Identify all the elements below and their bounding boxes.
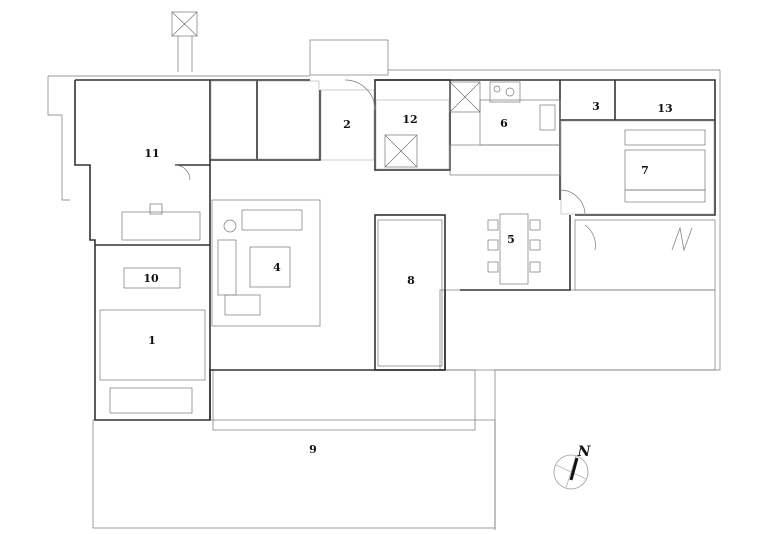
walls xyxy=(74,79,716,421)
sofa-top xyxy=(241,209,303,231)
north-label: N xyxy=(577,444,592,460)
room-label-13: 13 xyxy=(657,102,672,115)
room-label-6: 6 xyxy=(500,117,508,130)
staircase xyxy=(377,219,443,367)
compass-circle xyxy=(553,454,589,490)
chimney xyxy=(171,11,198,72)
kitchen-island xyxy=(479,99,561,146)
deck-east xyxy=(439,70,721,530)
bed-1 xyxy=(99,309,206,381)
room-label-9: 9 xyxy=(309,443,317,456)
table-7 xyxy=(624,149,706,191)
room-label-1: 1 xyxy=(148,334,156,347)
room-2-tiles xyxy=(320,89,375,161)
sofa-side xyxy=(217,239,237,296)
room-label-12: 12 xyxy=(402,113,417,126)
room-label-11: 11 xyxy=(144,147,159,160)
room-label-3: 3 xyxy=(592,100,600,113)
room-label-8: 8 xyxy=(407,274,415,287)
north-needle-icon xyxy=(569,457,579,481)
outline-west xyxy=(47,76,70,201)
desk xyxy=(121,211,201,241)
room-label-5: 5 xyxy=(507,233,515,246)
living-rug xyxy=(211,199,321,327)
room-label-2: 2 xyxy=(343,118,351,131)
cooktop xyxy=(489,81,521,103)
bathroom-tiles xyxy=(210,80,320,160)
bed-headboard-10 xyxy=(123,267,181,289)
furniture xyxy=(99,79,706,414)
dining-table xyxy=(499,213,529,285)
sink xyxy=(539,104,556,131)
entry-porch xyxy=(309,39,389,76)
room-label-4: 4 xyxy=(273,261,281,274)
deck-south xyxy=(92,369,496,529)
room-label-10: 10 xyxy=(143,272,159,285)
room-7-tiles xyxy=(560,120,715,215)
north-arrow: N xyxy=(553,444,592,490)
room-label-7: 7 xyxy=(641,164,649,177)
coffee-table xyxy=(249,246,291,288)
